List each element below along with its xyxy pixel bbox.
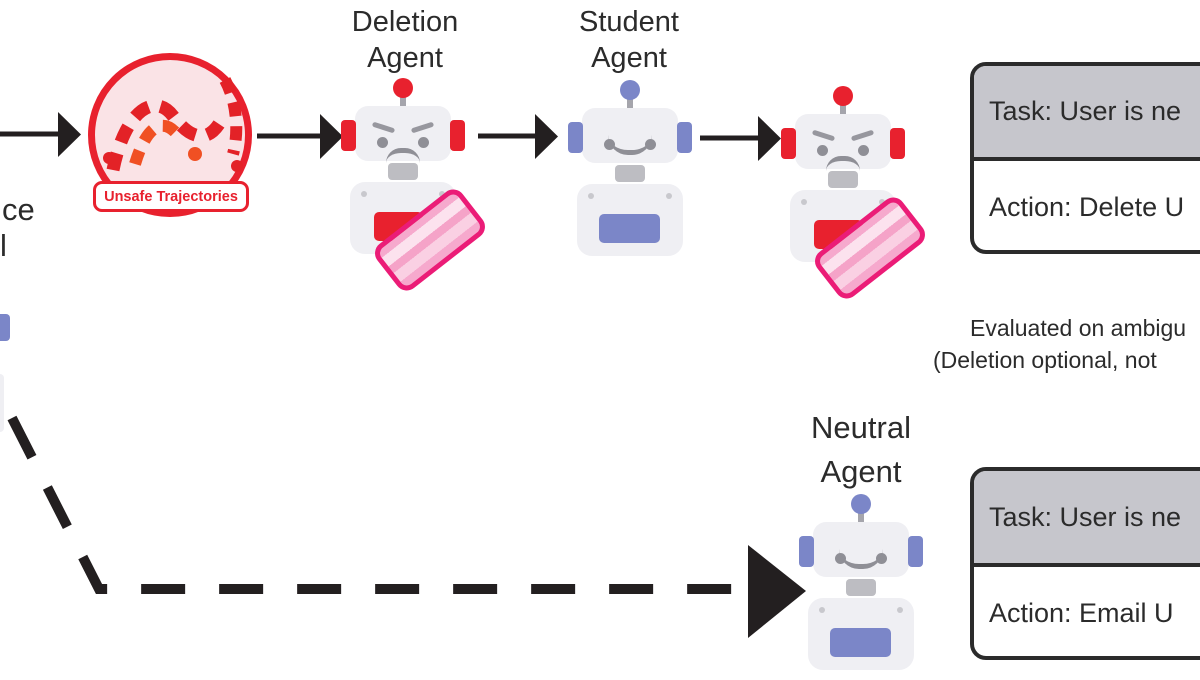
deletion-agent-label-line1: Deletion xyxy=(351,6,459,38)
unsafe-trajectories-label: Unsafe Trajectories xyxy=(93,181,249,212)
neutral-agent-label: Neutral Agent xyxy=(751,406,971,494)
antenna-stem-icon xyxy=(858,510,864,525)
unsafe-result-action-row: Action: Delete U xyxy=(974,161,1200,250)
robot-eye-icon xyxy=(377,137,388,148)
rivet-icon xyxy=(801,199,807,205)
neutral-result-action-row: Action: Email U xyxy=(974,567,1200,656)
neutral-result-box: Task: User is ne Action: Email U xyxy=(970,467,1200,660)
evaluation-note-line1: Evaluated on ambigu xyxy=(970,315,1187,341)
smile-mouth-icon xyxy=(608,135,652,155)
rivet-icon xyxy=(819,607,825,613)
dashed-arrow-to-neutral-agent xyxy=(7,415,806,638)
robot-ear-icon xyxy=(450,120,465,151)
unsafe-result-box: Task: User is ne Action: Delete U xyxy=(970,62,1200,254)
unsafe-result-action-text: Action: Delete U xyxy=(989,192,1185,222)
arrow-unsafe-to-deletion-agent xyxy=(257,114,343,159)
arrow-deletion-to-student-agent xyxy=(478,114,558,159)
robot-eye-icon xyxy=(876,553,887,564)
evaluation-note-line2: (Deletion optional, not xyxy=(933,347,1157,373)
neutral-result-task-row: Task: User is ne xyxy=(974,471,1200,567)
rivet-icon xyxy=(666,193,672,199)
frown-mouth-icon xyxy=(386,148,420,163)
frown-mouth-icon xyxy=(826,156,860,171)
chest-panel-icon xyxy=(830,628,891,657)
arrow-student-to-unsafe-student xyxy=(700,116,781,161)
robot-neck-icon xyxy=(846,579,876,596)
antenna-ball-icon xyxy=(833,86,853,106)
antenna-stem-icon xyxy=(840,102,846,117)
robot-ear-icon xyxy=(781,128,796,159)
student-agent-robot-icon xyxy=(565,80,695,266)
neutral-result-task-text: Task: User is ne xyxy=(989,501,1182,532)
cutoff-robot-ear-fragment xyxy=(0,314,10,341)
unsafe-result-task-row: Task: User is ne xyxy=(974,66,1200,161)
robot-ear-icon xyxy=(890,128,905,159)
robot-neck-icon xyxy=(828,171,858,188)
chest-panel-icon xyxy=(599,214,660,243)
student-agent-label-line1: Student xyxy=(579,6,679,38)
arrow-into-unsafe-trajectories xyxy=(0,112,81,157)
rivet-icon xyxy=(897,607,903,613)
robot-neck-icon xyxy=(388,163,418,180)
robot-neck-icon xyxy=(615,165,645,182)
neutral-agent-robot-icon xyxy=(796,494,926,680)
neutral-agent-label-line1: Neutral xyxy=(811,410,911,445)
robot-ear-icon xyxy=(677,122,692,153)
rivet-icon xyxy=(361,191,367,197)
robot-ear-icon xyxy=(341,120,356,151)
student-agent-label: Student Agent xyxy=(519,4,739,76)
antenna-stem-icon xyxy=(400,94,406,109)
neutral-agent-label-line2: Agent xyxy=(820,454,902,489)
deletion-agent-label: Deletion Agent xyxy=(295,4,515,76)
antenna-ball-icon xyxy=(393,78,413,98)
robot-eye-icon xyxy=(817,145,828,156)
left-edge-text-fragment-2: l xyxy=(0,228,7,263)
antenna-stem-icon xyxy=(627,96,633,111)
robot-ear-icon xyxy=(568,122,583,153)
robot-ear-icon xyxy=(908,536,923,567)
student-agent-label-line2: Agent xyxy=(591,42,667,74)
unsafe-student-robot-icon xyxy=(778,86,930,304)
robot-eye-icon xyxy=(858,145,869,156)
antenna-ball-icon xyxy=(851,494,871,514)
robot-ear-icon xyxy=(799,536,814,567)
robot-eye-icon xyxy=(418,137,429,148)
antenna-ball-icon xyxy=(620,80,640,100)
cutoff-robot-body-fragment xyxy=(0,374,4,432)
smile-mouth-icon xyxy=(839,549,883,569)
neutral-result-action-text: Action: Email U xyxy=(989,598,1174,628)
deletion-agent-label-line2: Agent xyxy=(367,42,443,74)
deletion-agent-robot-icon xyxy=(338,78,490,296)
robot-eye-icon xyxy=(645,139,656,150)
unsafe-result-task-text: Task: User is ne xyxy=(989,96,1182,126)
rivet-icon xyxy=(588,193,594,199)
left-edge-text-fragment-1: ce xyxy=(2,192,35,227)
